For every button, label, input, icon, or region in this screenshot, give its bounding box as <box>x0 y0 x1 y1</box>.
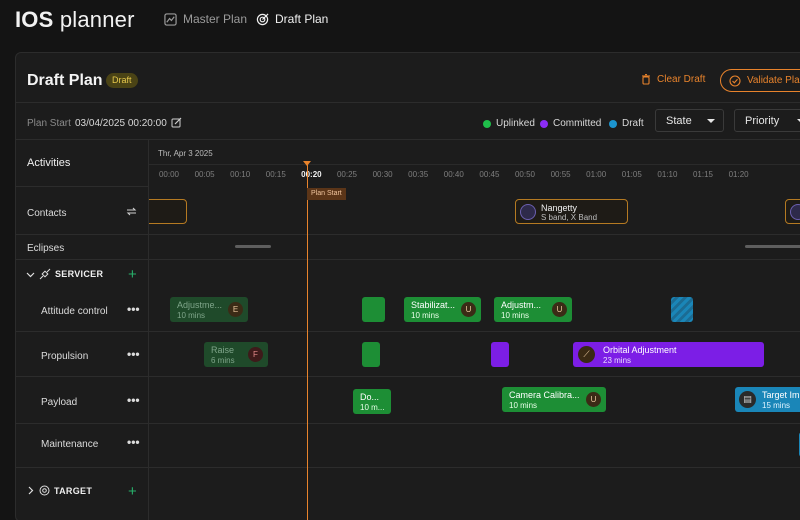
clear-draft-button[interactable]: Clear Draft <box>641 74 705 85</box>
chevron-down-icon <box>26 272 35 277</box>
activity-block[interactable] <box>671 297 693 322</box>
time-tick: 00:15 <box>265 170 286 179</box>
uplinked-dot-icon <box>483 119 491 128</box>
row-divider <box>16 259 800 260</box>
validate-plan-button[interactable]: Validate Plan <box>720 69 800 92</box>
trash-icon <box>642 74 650 85</box>
activity-block[interactable]: Do... 10 m... <box>353 389 391 414</box>
activity-block[interactable]: ▤ Target Im... 15 mins <box>735 387 800 412</box>
time-tick: 00:35 <box>408 170 429 179</box>
time-tick: 01:00 <box>586 170 607 179</box>
antenna-icon <box>790 204 800 220</box>
time-tick: 00:20 <box>301 170 322 179</box>
add-target-icon[interactable]: + <box>128 483 137 500</box>
priority-select[interactable]: Priority <box>734 109 800 132</box>
time-tick: 00:25 <box>336 170 358 179</box>
contact-window[interactable]: Nangetty S band, X Band <box>515 199 628 224</box>
time-tick: 01:05 <box>621 170 642 179</box>
activity-block[interactable]: Raise 6 mins F <box>204 342 268 367</box>
nav-master-plan[interactable]: Master Plan <box>164 12 247 26</box>
check-circle-icon <box>729 74 741 87</box>
row-divider <box>16 234 800 235</box>
time-tick: 01:15 <box>692 170 714 179</box>
app-logo[interactable]: IOS planner <box>15 7 135 32</box>
committed-dot-icon <box>540 119 548 128</box>
activity-block[interactable]: ⟋ Orbital Adjustment 23 mins <box>573 342 764 367</box>
row-label-eclipses: Eclipses <box>27 243 65 254</box>
chart-icon <box>164 12 177 26</box>
satellite-icon <box>39 268 51 280</box>
antenna-icon <box>520 204 536 220</box>
nav-draft-plan[interactable]: Draft Plan <box>256 12 328 26</box>
timeline-date: Thr, Apr 3 2025 <box>158 149 213 158</box>
more-icon[interactable]: ••• <box>127 347 140 361</box>
chevron-down-icon <box>707 119 715 123</box>
plan-start-label: Plan Start <box>27 118 71 129</box>
chevron-right-icon <box>28 486 34 495</box>
draft-dot-icon <box>609 119 617 128</box>
activity-block[interactable]: Adjustme... 10 mins E <box>170 297 248 322</box>
add-servicer-icon[interactable]: + <box>128 266 137 283</box>
group-target[interactable]: TARGET <box>26 485 92 496</box>
swap-icon[interactable] <box>126 206 137 217</box>
activity-block[interactable]: Adjustm... 10 mins U <box>494 297 572 322</box>
time-tick: 00:50 <box>514 170 536 179</box>
legend-draft: Draft <box>609 118 644 129</box>
group-servicer[interactable]: SERVICER <box>26 268 103 280</box>
time-tick: 00:10 <box>230 170 251 179</box>
row-label-propulsion: Propulsion <box>41 351 89 362</box>
row-label-attitude: Attitude control <box>41 306 108 317</box>
time-tick: 00:05 <box>194 170 215 179</box>
orbit-icon: ⟋ <box>578 346 595 363</box>
contact-window[interactable] <box>785 199 800 224</box>
target-icon <box>256 13 269 25</box>
row-label-contacts: Contacts <box>27 208 67 219</box>
activity-block[interactable]: Camera Calibra... 10 mins U <box>502 387 606 412</box>
time-tick: 00:40 <box>443 170 464 179</box>
plan-start-line <box>307 165 308 520</box>
filter-bar: Plan Start 03/04/2025 00:20:00 Uplinked … <box>16 103 800 140</box>
top-bar: IOS planner Master Plan Draft Plan <box>0 0 800 40</box>
activities-column: Activities Contacts Eclipses SERVICER + … <box>16 140 149 520</box>
document-icon: ▤ <box>739 391 756 408</box>
target-icon <box>39 485 50 496</box>
row-divider <box>16 467 800 468</box>
edit-icon[interactable] <box>171 117 182 128</box>
contact-window[interactable] <box>149 199 187 224</box>
row-divider <box>16 331 800 332</box>
more-icon[interactable]: ••• <box>127 393 140 407</box>
row-divider <box>16 423 800 424</box>
activity-block[interactable] <box>362 297 385 322</box>
panel-header: Draft Plan Draft Clear Draft Validate Pl… <box>16 53 800 103</box>
plan-start-tag: Plan Start <box>307 188 346 200</box>
row-label-payload: Payload <box>41 397 78 408</box>
activity-block[interactable] <box>362 342 380 367</box>
page-title: Draft Plan <box>27 72 103 89</box>
time-tick: 00:00 <box>158 170 180 179</box>
state-select[interactable]: State <box>655 109 724 132</box>
activity-block[interactable]: Stabilizat... 10 mins U <box>404 297 481 322</box>
axis-divider <box>149 164 800 165</box>
timeline: Thr, Apr 3 2025 00:00 00:05 00:10 00:15 00:2… <box>149 140 800 520</box>
activity-block[interactable] <box>491 342 509 367</box>
time-tick: 00:45 <box>479 170 500 179</box>
now-marker-icon <box>303 161 311 166</box>
plan-start-value: 03/04/2025 00:20:00 <box>75 118 167 129</box>
more-icon[interactable]: ••• <box>127 435 140 449</box>
plan-panel: Draft Plan Draft Clear Draft Validate Pl… <box>15 52 800 520</box>
more-icon[interactable]: ••• <box>127 302 140 316</box>
time-tick: 00:30 <box>372 170 393 179</box>
time-tick: 01:20 <box>728 170 749 179</box>
row-label-maintenance: Maintenance <box>41 439 99 450</box>
legend-committed: Committed <box>540 118 601 129</box>
time-tick: 01:10 <box>657 170 678 179</box>
chevron-down-icon <box>797 119 800 122</box>
eclipse-bar[interactable] <box>235 245 271 248</box>
activities-header: Activities <box>16 140 149 187</box>
status-badge: Draft <box>106 73 138 88</box>
eclipse-bar[interactable] <box>745 245 800 248</box>
row-divider <box>16 376 800 377</box>
time-tick: 00:55 <box>550 170 571 179</box>
legend-uplinked: Uplinked <box>483 118 535 129</box>
